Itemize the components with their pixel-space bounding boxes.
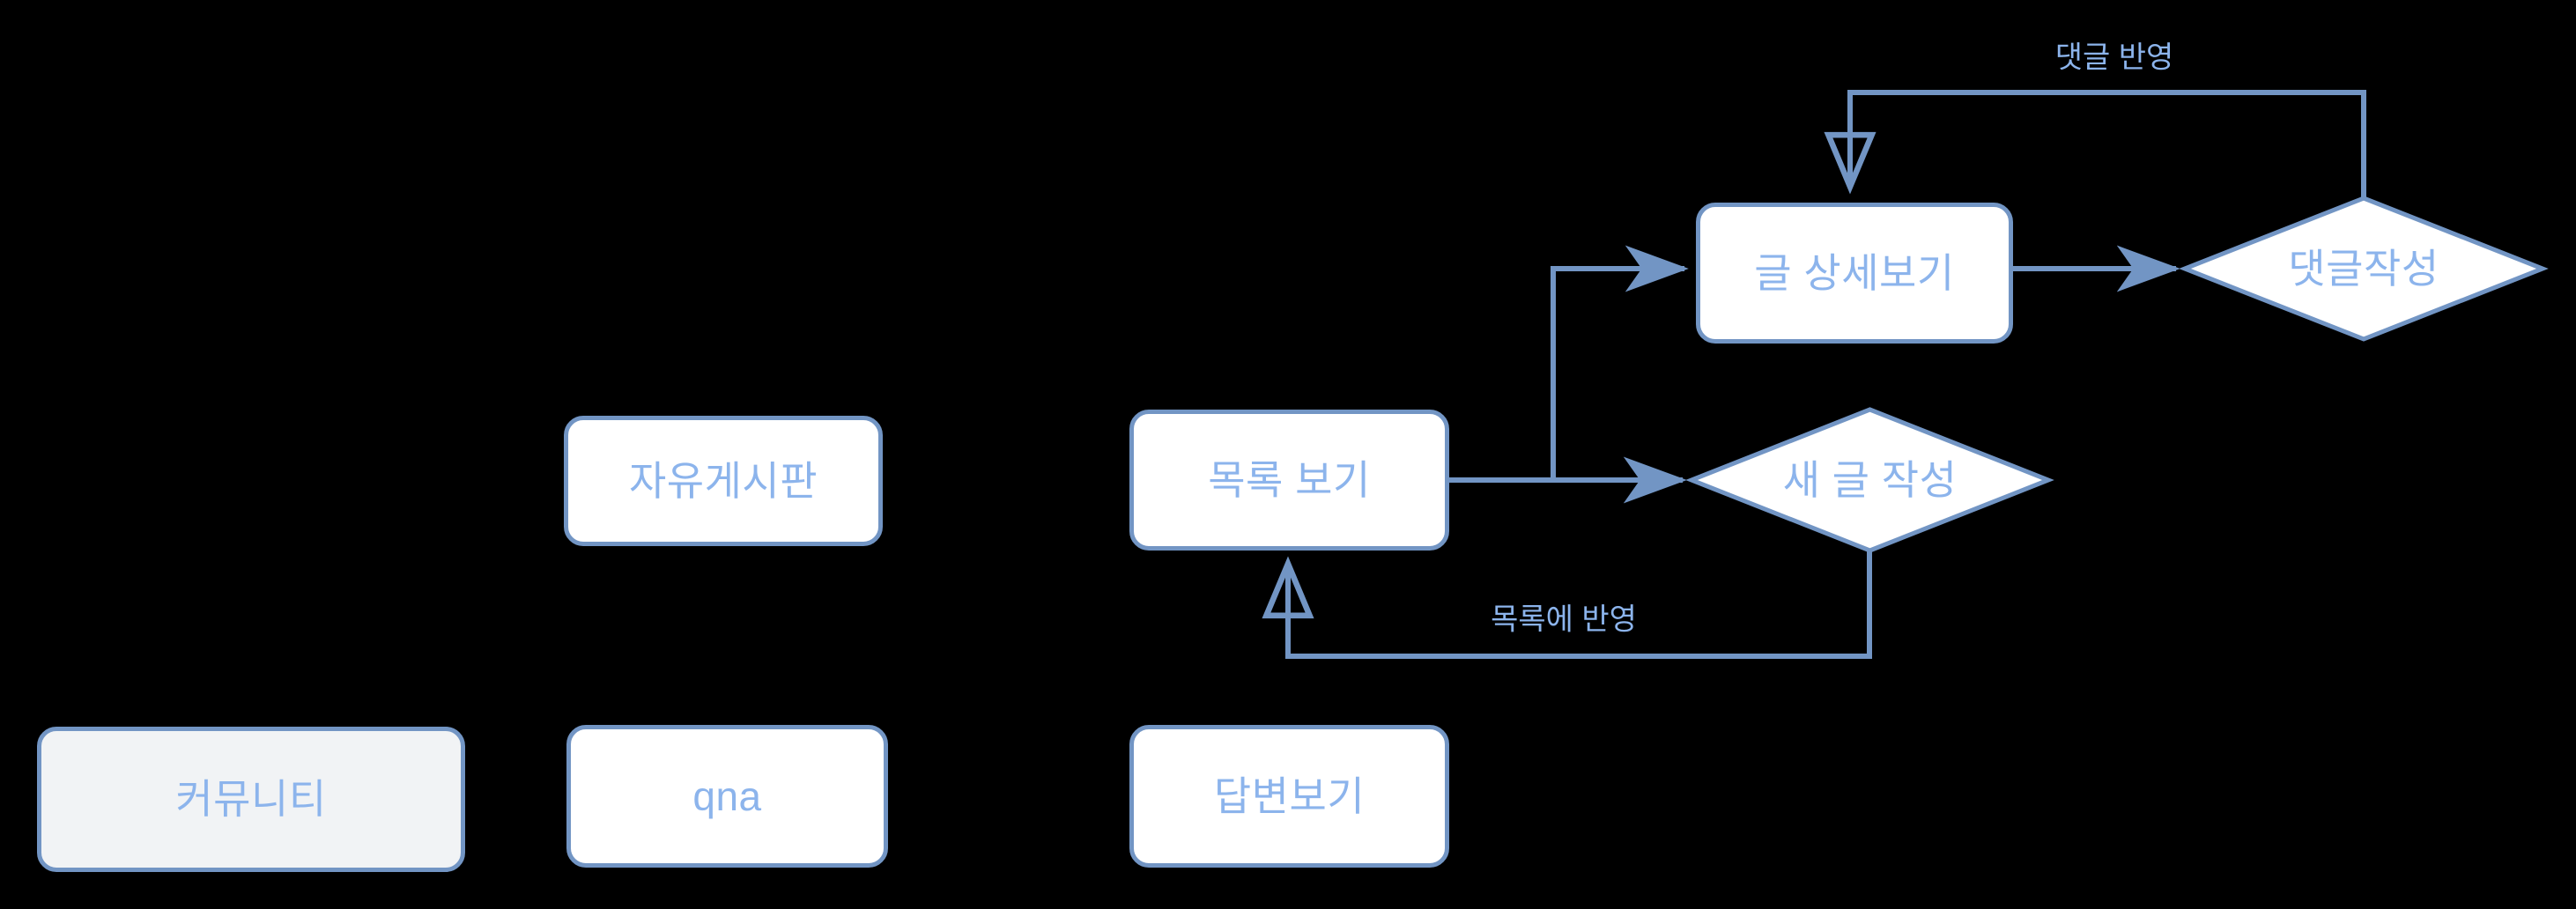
node-comment-label: 댓글작성	[2288, 245, 2439, 292]
node-newpost-label: 새 글 작성	[1782, 456, 1958, 503]
node-postdetail[interactable]: 글 상세보기	[1696, 203, 2013, 344]
edge-label-list-reflect: 목록에 반영	[1491, 602, 1637, 637]
node-listview-label: 목록 보기	[1208, 456, 1371, 503]
edge-label-comment-reflect: 댓글 반영	[2054, 41, 2174, 75]
node-replyview-label: 답변보기	[1213, 772, 1366, 819]
edge-listview-to-postdetail	[1449, 245, 1689, 483]
edge-comment-to-postdetail-feedback	[1824, 90, 2366, 198]
node-freeboard-label: 자유게시판	[628, 457, 818, 504]
node-listview[interactable]: 목록 보기	[1129, 410, 1449, 551]
node-community-label: 커뮤니티	[175, 776, 327, 823]
node-replyview[interactable]: 답변보기	[1129, 725, 1449, 868]
node-community[interactable]: 커뮤니티	[37, 727, 465, 872]
node-postdetail-label: 글 상세보기	[1754, 249, 1955, 296]
node-newpost[interactable]: 새 글 작성	[1691, 410, 2048, 551]
node-freeboard[interactable]: 자유게시판	[564, 416, 883, 546]
node-qna-label: qna	[692, 772, 762, 819]
node-comment[interactable]: 댓글작성	[2185, 198, 2543, 339]
node-qna[interactable]: qna	[566, 725, 888, 868]
